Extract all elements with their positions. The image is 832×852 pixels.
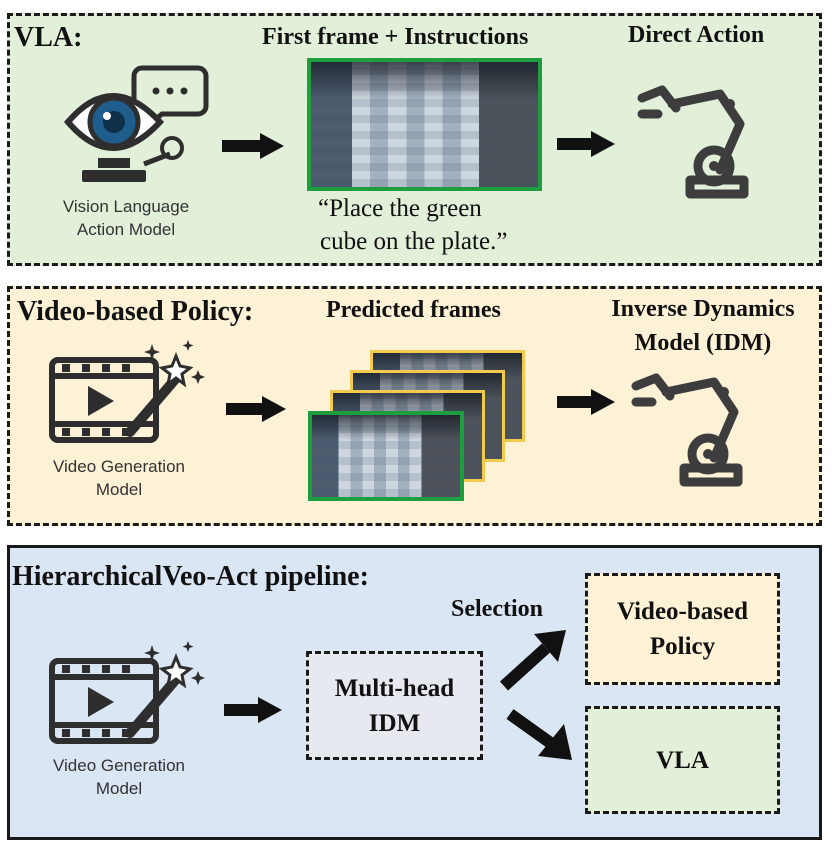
right-arrow-icon bbox=[557, 389, 615, 415]
video-gen-label-line2: Model bbox=[95, 480, 143, 499]
right-arrow-icon bbox=[222, 133, 284, 159]
vla-box: VLA bbox=[585, 706, 780, 814]
right-arrow-icon bbox=[557, 131, 615, 157]
pipeline-video-gen-label-line2: Model bbox=[95, 779, 143, 798]
up-right-arrow-icon bbox=[499, 630, 566, 691]
vla-input-header: First frame + Instructions bbox=[262, 24, 529, 50]
idm-header-line2: Model (IDM) bbox=[634, 330, 772, 356]
predicted-frames-header: Predicted frames bbox=[326, 297, 501, 323]
selection-label: Selection bbox=[451, 596, 543, 622]
video-based-policy-box: Video-based Policy bbox=[585, 573, 780, 685]
instruction-text-line1: “Place the green bbox=[318, 195, 482, 222]
video-policy-panel-title: Video-based Policy: bbox=[17, 296, 254, 327]
multi-head-idm-box: Multi-head IDM bbox=[306, 651, 483, 760]
vla-model-label-line1: Vision Language bbox=[62, 197, 190, 216]
policy-box-line1: Video-based bbox=[616, 598, 749, 625]
instruction-text-line2: cube on the plate.” bbox=[320, 228, 508, 255]
right-arrow-icon bbox=[226, 396, 286, 422]
down-right-arrow-icon bbox=[506, 709, 572, 760]
vla-output-header: Direct Action bbox=[628, 22, 765, 48]
robot-arm-icon bbox=[637, 85, 749, 199]
video-gen-label-line1: Video Generation bbox=[52, 457, 185, 476]
vla-box-label: VLA bbox=[656, 746, 709, 774]
idm-box-line2: IDM bbox=[368, 709, 421, 737]
video-magic-icon bbox=[49, 641, 205, 744]
idm-header-line1: Inverse Dynamics bbox=[611, 296, 795, 322]
idm-box-line1: Multi-head bbox=[334, 674, 455, 702]
pipeline-video-gen-label-line1: Video Generation bbox=[52, 756, 185, 775]
predicted-frame-1 bbox=[308, 411, 464, 501]
vla-model-label-line2: Action Model bbox=[76, 220, 176, 239]
first-frame-image bbox=[307, 58, 542, 191]
policy-box-line2: Policy bbox=[649, 633, 716, 660]
vision-language-action-icon bbox=[64, 65, 209, 182]
robot-arm-icon bbox=[631, 373, 743, 487]
video-magic-icon bbox=[49, 340, 205, 443]
vla-panel-title: VLA: bbox=[14, 22, 83, 53]
right-arrow-icon bbox=[224, 697, 282, 723]
pipeline-panel-title: HierarchicalVeo-Act pipeline: bbox=[12, 561, 369, 592]
